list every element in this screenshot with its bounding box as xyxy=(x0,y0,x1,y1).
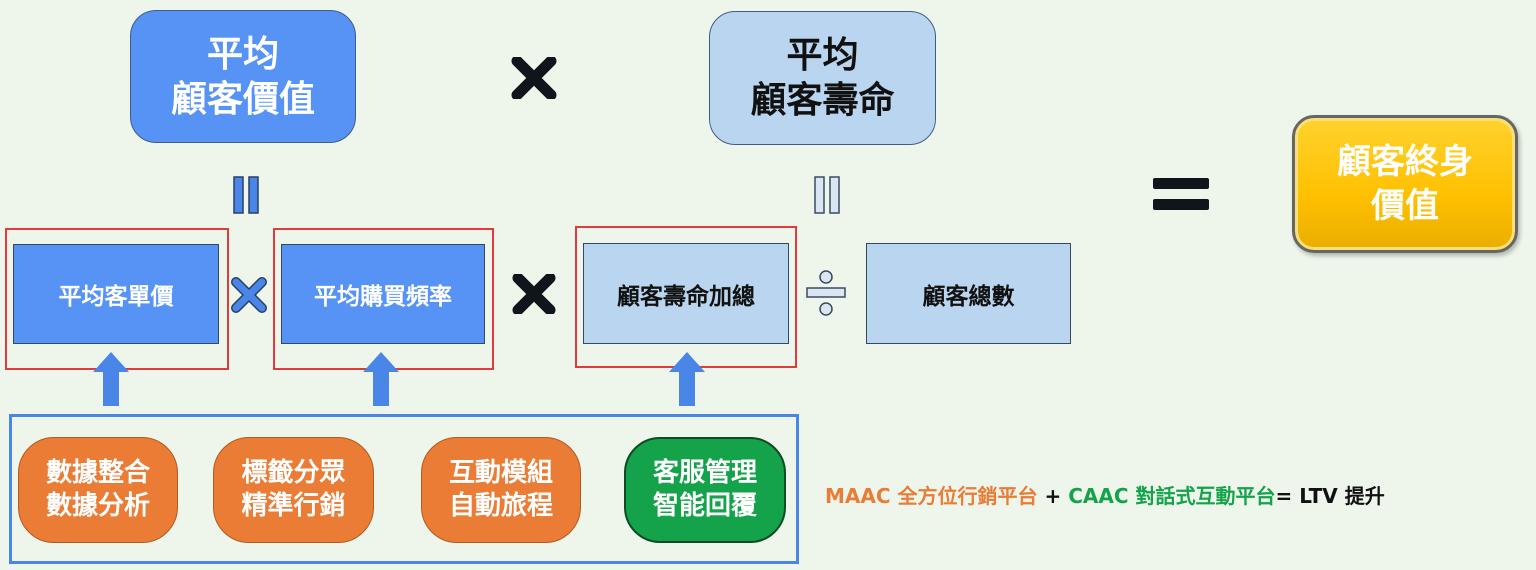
avg-customer-value-box: 平均 顧客價值 xyxy=(130,10,356,143)
interactive-modules-pill: 互動模組 自動旅程 xyxy=(421,437,581,543)
equals-icon xyxy=(233,176,259,214)
avg-customer-value-line2: 顧客價值 xyxy=(170,78,315,120)
equals-icon xyxy=(814,176,840,214)
customer-service-pill: 客服管理 智能回覆 xyxy=(624,437,786,543)
customer-service-line1: 客服管理 xyxy=(652,457,757,488)
ltv-line1: 顧客終身 xyxy=(1337,141,1473,182)
tag-segmentation-line2: 精準行銷 xyxy=(241,491,346,521)
avg-purchase-freq-box: 平均購買頻率 xyxy=(281,244,485,344)
avg-customer-life-box: 平均 顧客壽命 xyxy=(709,11,936,145)
tagline-caac: CAAC 對話式互動平台 xyxy=(1068,484,1276,508)
total-customers-label: 顧客總數 xyxy=(922,283,1015,310)
avg-order-price-box: 平均客單價 xyxy=(13,244,219,344)
multiply-icon xyxy=(512,274,556,314)
tagline-plus: + xyxy=(1044,484,1062,508)
tag-segmentation-pill: 標籤分眾 精準行銷 xyxy=(213,437,374,543)
avg-order-price-label: 平均客單價 xyxy=(58,284,174,310)
interactive-modules-line1: 互動模組 xyxy=(448,457,553,488)
total-customers-box: 顧客總數 xyxy=(866,243,1071,344)
avg-customer-value-line1: 平均 xyxy=(206,33,279,75)
tagline: MAAC 全方位行銷平台 + CAAC 對話式互動平台= LTV 提升 xyxy=(825,480,1385,509)
up-arrow-icon xyxy=(363,352,399,406)
ltv-line2: 價值 xyxy=(1371,186,1439,226)
up-arrow-icon xyxy=(93,352,129,406)
tagline-result: = LTV 提升 xyxy=(1275,484,1385,508)
interactive-modules-line2: 自動旅程 xyxy=(448,491,553,521)
up-arrow-icon xyxy=(669,352,705,406)
tagline-maac: MAAC 全方位行銷平台 xyxy=(825,484,1038,508)
divide-icon xyxy=(806,270,846,316)
multiply-icon xyxy=(231,277,267,313)
customer-service-line2: 智能回覆 xyxy=(652,491,757,521)
customer-lifetime-value-box: 顧客終身 價值 xyxy=(1292,115,1518,253)
avg-customer-life-line1: 平均 xyxy=(786,35,859,76)
avg-customer-life-line2: 顧客壽命 xyxy=(750,80,895,121)
total-customer-life-label: 顧客壽命加總 xyxy=(617,283,755,310)
data-integration-line2: 數據分析 xyxy=(45,491,150,521)
equals-icon xyxy=(1153,178,1209,210)
multiply-icon xyxy=(511,57,557,99)
data-integration-line1: 數據整合 xyxy=(45,457,150,488)
total-customer-life-box: 顧客壽命加總 xyxy=(583,243,789,344)
data-integration-pill: 數據整合 數據分析 xyxy=(18,437,178,543)
platform-features-container xyxy=(9,414,799,564)
tag-segmentation-line1: 標籤分眾 xyxy=(241,457,346,488)
avg-purchase-freq-label: 平均購買頻率 xyxy=(314,284,452,310)
